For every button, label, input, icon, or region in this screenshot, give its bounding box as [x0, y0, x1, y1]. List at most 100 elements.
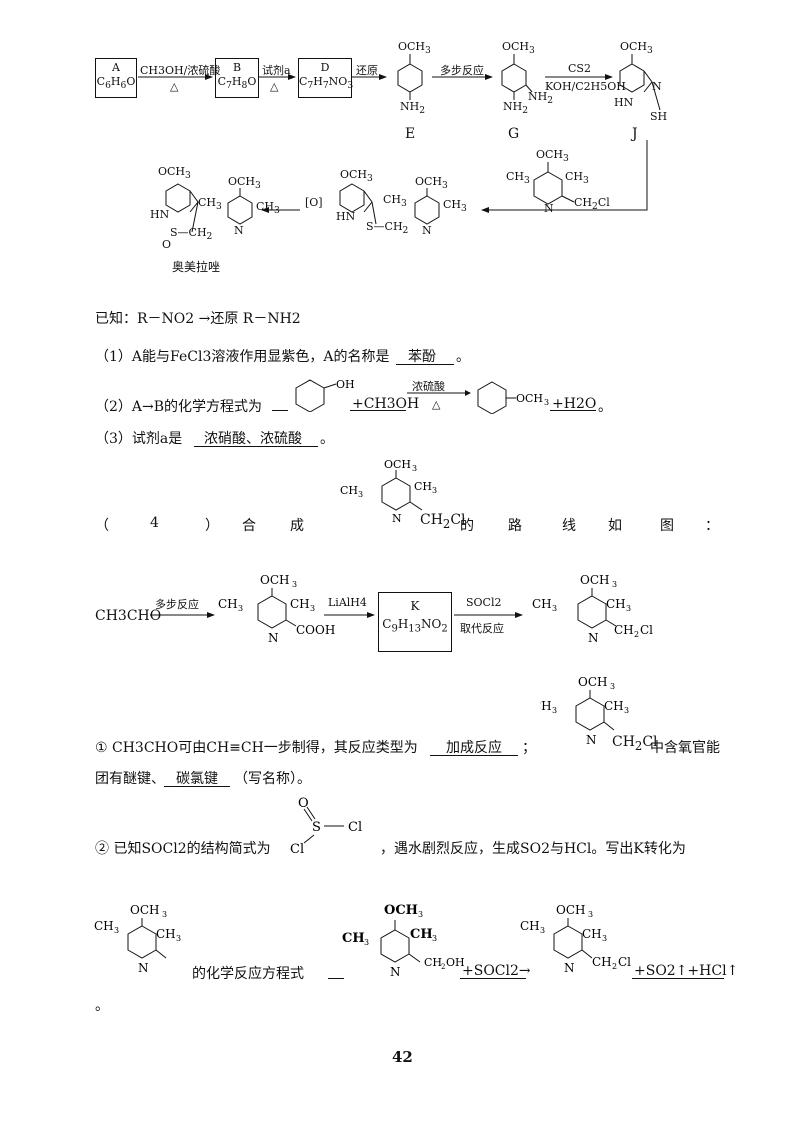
G-nh2-b: NH2: [503, 100, 529, 117]
J-n: N: [652, 80, 662, 93]
formula-A: C6H6O: [96, 75, 136, 92]
svg-text:N: N: [564, 961, 575, 975]
formula-K: C9H13NO2: [382, 617, 448, 635]
svg-text:Cl: Cl: [618, 955, 631, 969]
label-E: E: [405, 126, 416, 142]
formula-B: C7H8O: [217, 75, 257, 92]
svg-text:CH: CH: [156, 927, 176, 941]
sulf-ch3-a: CH3: [383, 193, 407, 210]
svg-text:CH: CH: [604, 699, 624, 713]
svg-text:3: 3: [540, 926, 545, 935]
svg-text:OCH: OCH: [516, 392, 543, 405]
ome-och3-b: OCH3: [228, 175, 261, 192]
ome-n: N: [234, 224, 244, 237]
svg-text:3: 3: [358, 490, 363, 499]
J-nh: HN: [614, 96, 634, 109]
svg-text:OH: OH: [336, 378, 355, 391]
box-A: A C6H6O: [95, 58, 137, 98]
sub2-underline-b: [460, 978, 526, 979]
q2-arrow-label: 浓硫酸: [412, 380, 445, 393]
ome-och3: OCH3: [158, 165, 191, 182]
svg-text:OCH: OCH: [578, 675, 607, 689]
arrow2-condition: △: [270, 80, 279, 93]
q4-char-2: ）: [205, 518, 219, 534]
sub2-products: +SO2↑+HCl↑: [634, 963, 739, 979]
svg-text:Cl: Cl: [290, 842, 304, 855]
E-och3: OCH3: [398, 40, 431, 57]
sub2-socl2: +SOCl2→: [462, 963, 531, 979]
sub2-text2: ，遇水剧烈反应，生成SO2与HCl。写出K转化为: [380, 841, 686, 857]
svg-text:CH: CH: [614, 623, 634, 637]
svg-text:CH: CH: [540, 699, 552, 713]
box-K: K C9H13NO2: [378, 592, 452, 652]
q2-end: 。: [598, 399, 612, 415]
ome-ch3-b: CH3: [256, 200, 280, 217]
reagent-ch2cl: CH2Cl: [574, 196, 610, 213]
q3-answer: 浓硝酸、浓硫酸: [204, 431, 302, 447]
E-nh2: NH2: [400, 100, 426, 117]
svg-text:Cl: Cl: [348, 820, 362, 835]
svg-text:3: 3: [610, 682, 615, 691]
scheme2-arrow3-label: SOCl2: [466, 596, 502, 609]
svg-text:CH: CH: [414, 480, 432, 493]
svg-text:3: 3: [624, 706, 629, 715]
q2-ch3oh: +CH3OH: [352, 396, 420, 412]
q4-char-10: ：: [705, 518, 719, 534]
svg-text:3: 3: [612, 580, 617, 589]
q2-arrow: [407, 390, 471, 396]
svg-text:N: N: [268, 631, 279, 645]
sub1-underline2: [164, 786, 230, 787]
box-D: D C7H7NO3: [298, 58, 354, 98]
J-och3: OCH3: [620, 40, 653, 57]
scheme2-start: CH3CHO: [95, 608, 162, 624]
arrow2-label: 试剂a: [262, 64, 291, 77]
formula-D: C7H7NO3: [299, 75, 354, 92]
omeprazole-label: 奥美拉唑: [172, 260, 221, 274]
q2-water: +H2O: [552, 396, 597, 412]
svg-text:3: 3: [544, 398, 549, 407]
reagent-ch3-a: CH3: [506, 170, 530, 187]
arrow5-condition: KOH/C2H5OH: [545, 80, 626, 93]
sulf-och3: OCH3: [340, 168, 373, 185]
sub2-underline-a: [328, 978, 344, 979]
svg-text:3: 3: [432, 934, 437, 943]
q4-char-9: 图: [660, 518, 674, 534]
svg-text:O: O: [298, 796, 309, 811]
svg-text:OCH: OCH: [384, 458, 411, 471]
q4-char-4: 成: [290, 518, 304, 534]
svg-text:CH: CH: [340, 484, 358, 497]
sub1-ch2cl: CH2Cl: [612, 734, 658, 753]
svg-text:N: N: [588, 631, 599, 645]
svg-text:3: 3: [310, 604, 315, 613]
svg-text:2: 2: [441, 963, 445, 971]
svg-text:OCH: OCH: [556, 903, 585, 917]
known-text: 已知：R－NO2 →还原 R－NH2: [95, 311, 301, 327]
svg-text:3: 3: [114, 926, 119, 935]
ome-o: O: [162, 238, 172, 251]
q4-char-3: 合: [242, 518, 256, 534]
scheme1-graphics: [138, 54, 661, 233]
svg-text:CH: CH: [520, 919, 540, 933]
svg-text:N: N: [390, 965, 401, 979]
sub1-answer2: 碳氯键: [176, 771, 218, 787]
svg-text:OCH: OCH: [580, 573, 609, 587]
svg-text:N: N: [392, 512, 402, 525]
q4-char-6: 路: [508, 518, 522, 534]
svg-text:3: 3: [238, 604, 243, 613]
sub2-end: 。: [95, 998, 109, 1014]
svg-text:CH: CH: [290, 597, 310, 611]
svg-text:3: 3: [432, 486, 437, 495]
svg-text:OCH: OCH: [260, 573, 289, 587]
svg-text:3: 3: [602, 934, 607, 943]
svg-text:N: N: [138, 961, 149, 975]
q2-underline-b: [350, 410, 406, 411]
anisole-structure: OCH 3: [477, 381, 549, 414]
sulf-link: S—CH2: [366, 220, 409, 237]
sub1-line2: 团有醚键、: [95, 771, 165, 787]
svg-text:2: 2: [634, 630, 639, 639]
q4-char-1: 4: [150, 515, 159, 531]
svg-text:3: 3: [418, 910, 423, 919]
q1-text: （1）A能与FeCl3溶液作用显紫色，A的名称是: [95, 349, 390, 365]
svg-text:OCH: OCH: [130, 903, 159, 917]
